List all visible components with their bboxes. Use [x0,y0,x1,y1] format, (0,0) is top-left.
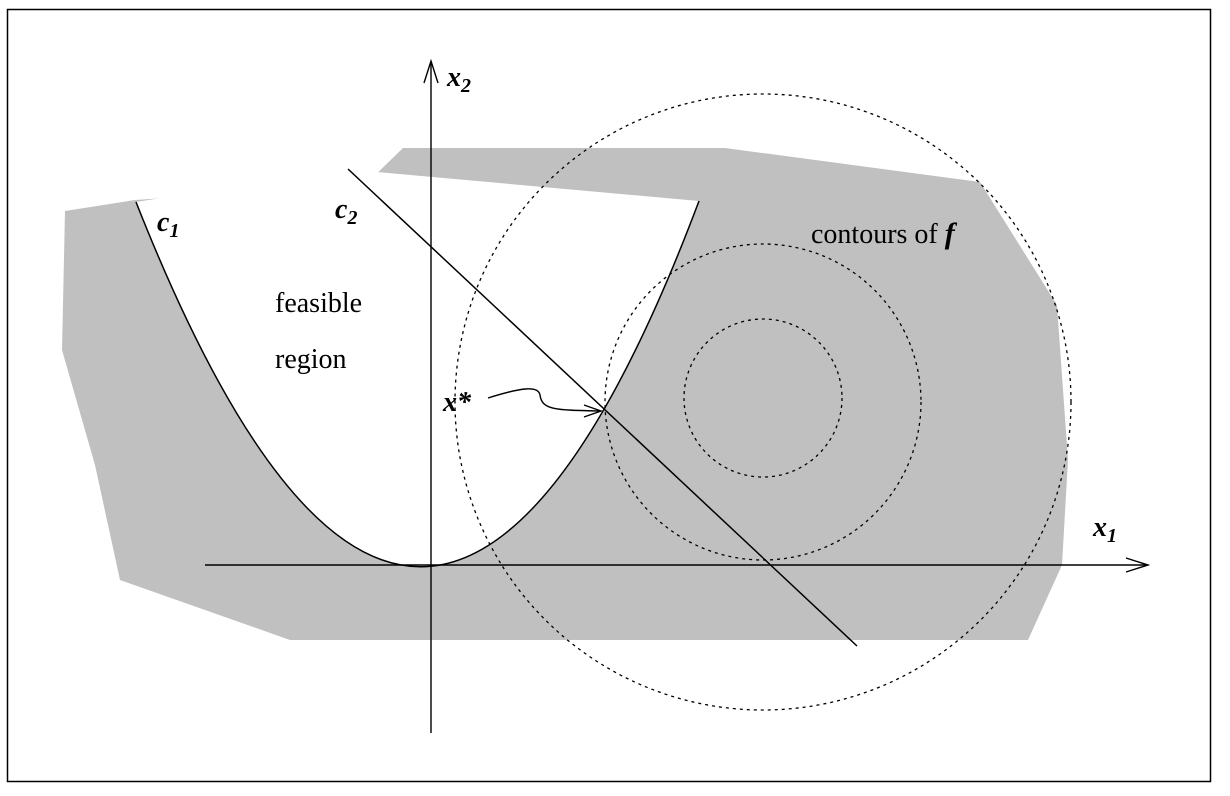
contour-inner [683,318,843,478]
optimum-pointer-arrow [487,388,601,412]
constraint-c2-line [347,168,858,647]
feasible-region-label-line2: region [275,344,347,375]
x2-axis-label: x2 [446,62,471,97]
x2-axis-arrowhead [423,58,439,84]
feasible-region-label-line1: feasible [275,288,362,319]
contour-outer [454,93,1072,711]
infeasible-region [62,148,1068,640]
constraint-c1-curve [135,200,700,568]
c1-label: c1 [157,207,179,242]
optimum-pointer-arrowhead [583,404,604,418]
x1-axis-arrowhead [1125,557,1151,573]
contours-label: contours of f [811,217,958,250]
c2-label: c2 [335,194,357,229]
figure-frame [6,8,1212,783]
x1-axis-label: x1 [1092,512,1117,547]
optimum-label: x* [442,387,472,418]
contour-middle [604,243,922,561]
